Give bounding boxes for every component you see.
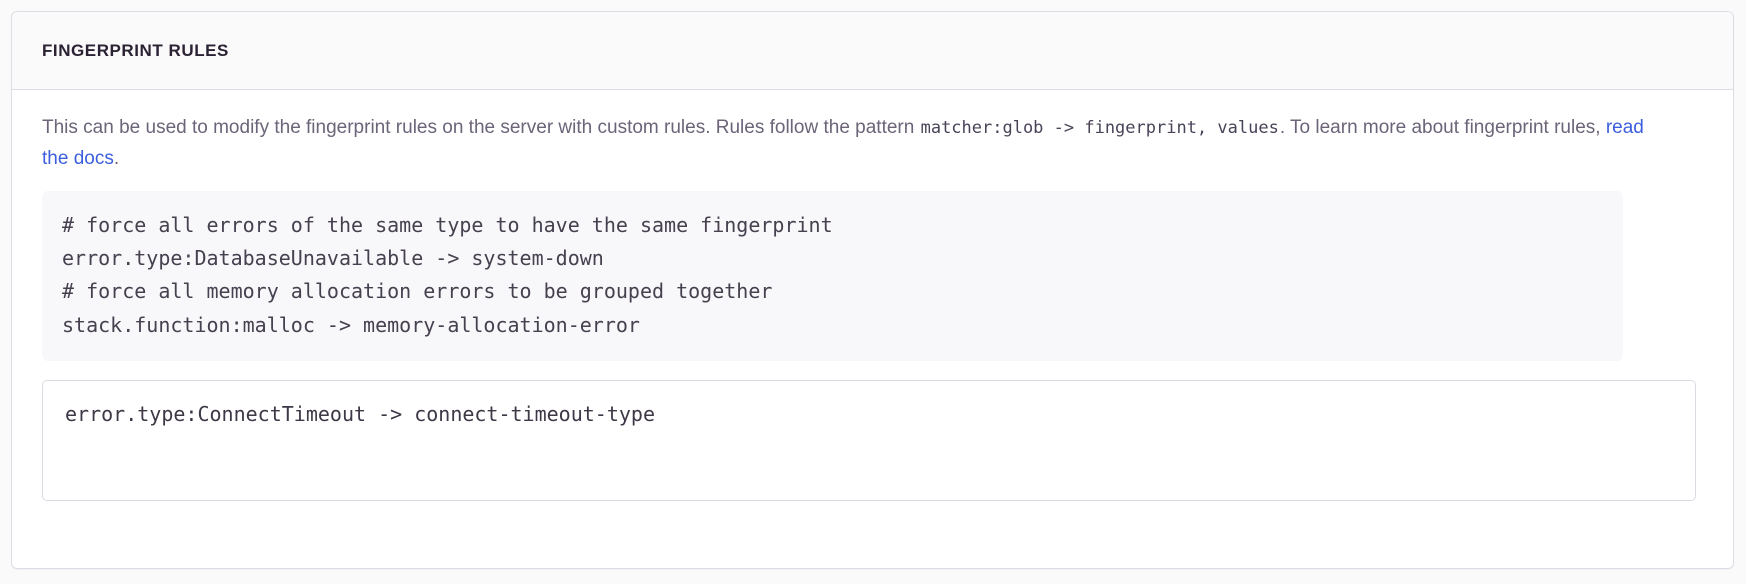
panel-description: This can be used to modify the fingerpri… <box>42 113 1667 175</box>
page-title: FINGERPRINT RULES <box>42 41 229 60</box>
example-rules-code-block: # force all errors of the same type to h… <box>42 190 1623 361</box>
fingerprint-rules-panel: FINGERPRINT RULES This can be used to mo… <box>11 11 1734 569</box>
fingerprint-rules-input[interactable] <box>42 379 1696 501</box>
description-text-intro: This can be used to modify the fingerpri… <box>42 117 920 138</box>
panel-header: FINGERPRINT RULES <box>12 12 1733 90</box>
read-the-docs-link[interactable]: read the docs <box>42 117 1644 169</box>
description-text-tail: . <box>113 147 120 169</box>
description-text-middle: . To learn more about fingerprint rules, <box>1279 117 1606 138</box>
panel-body: This can be used to modify the fingerpri… <box>12 90 1733 501</box>
inline-code-pattern: matcher:glob -> fingerprint, values <box>920 118 1279 138</box>
